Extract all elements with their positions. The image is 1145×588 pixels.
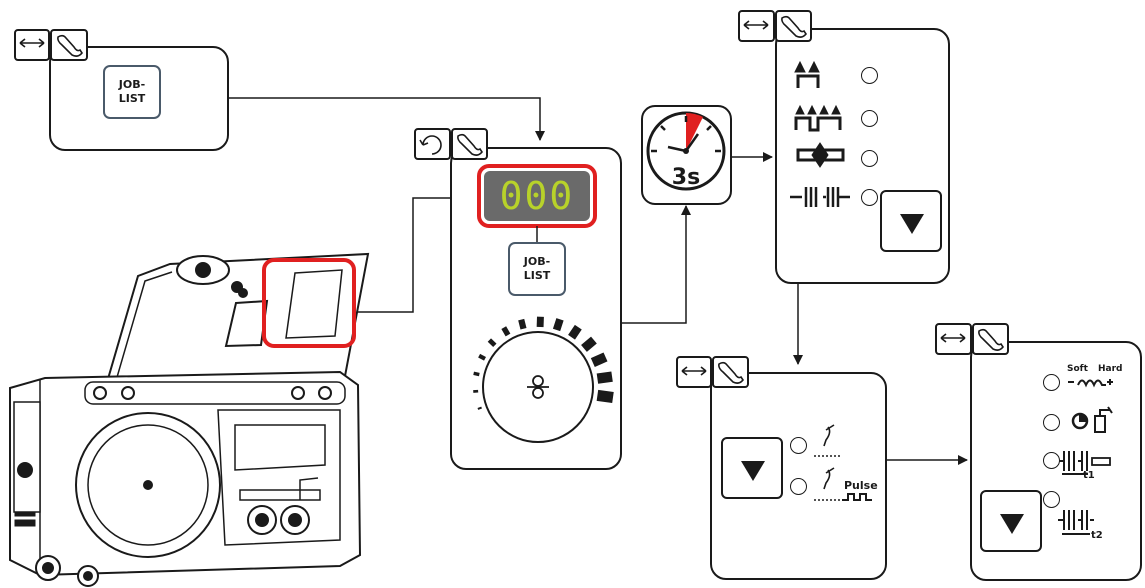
job-list-button[interactable]: JOB- LIST <box>508 242 566 296</box>
digital-display <box>484 171 590 221</box>
radio-interval-time[interactable] <box>1043 491 1060 508</box>
pulse-arc-icon <box>814 467 872 501</box>
radio-gas-pre-flow[interactable] <box>1043 414 1060 431</box>
radio-interval[interactable] <box>861 189 878 206</box>
timer-label: 3s <box>671 165 701 190</box>
connector-lid-to-display <box>355 193 477 313</box>
knob-tick <box>590 352 608 368</box>
down-triangle-icon <box>900 214 924 234</box>
swap-arrows-icon <box>743 20 769 30</box>
job-list-button-source[interactable]: JOB- LIST <box>103 65 161 119</box>
4-step-icon <box>794 104 842 132</box>
knob-tick <box>518 318 527 330</box>
rotate-icon <box>419 135 442 155</box>
tag-touch <box>451 128 488 160</box>
lid-highlight-frame <box>262 258 356 348</box>
arc-dynamics-icon <box>1068 379 1113 388</box>
2-step-icon <box>794 60 820 88</box>
swap-arrows-icon <box>940 333 966 343</box>
hand-touch-icon <box>57 34 83 57</box>
tag-toggle <box>738 10 775 42</box>
knob-tick <box>477 406 482 410</box>
knob-tick <box>478 353 486 361</box>
connector-knob-to-timer <box>621 205 691 324</box>
knob-tick <box>487 338 497 348</box>
swap-arrows-icon <box>681 366 707 376</box>
t2-label: t2 <box>1091 530 1103 541</box>
tag-rotate <box>414 128 451 160</box>
down-button-options[interactable] <box>980 490 1042 552</box>
down-button-modes[interactable] <box>880 190 942 252</box>
hand-touch-icon <box>718 361 744 384</box>
knob-tick <box>568 324 582 340</box>
tag-touch <box>775 10 812 42</box>
knob-tick <box>473 371 480 377</box>
radio-4-step[interactable] <box>861 110 878 127</box>
tag-touch <box>712 356 749 388</box>
hard-label: Hard <box>1098 364 1123 374</box>
machine-lid-inner-edge <box>112 271 173 392</box>
spot-time-t1-icon <box>1058 451 1111 475</box>
spot-welding-icon <box>796 142 845 168</box>
tag-touch-icon <box>50 29 88 61</box>
radio-pulse[interactable] <box>790 478 807 495</box>
radio-spot[interactable] <box>861 150 878 167</box>
radio-spot-time[interactable] <box>1043 452 1060 469</box>
interval-icon <box>790 187 850 207</box>
hand-touch-icon <box>457 133 483 156</box>
connector-joblist-to-display <box>227 97 545 141</box>
machine-lid-window <box>224 299 269 348</box>
knob-tick <box>596 389 614 404</box>
knob-tick <box>581 336 597 352</box>
soft-label: Soft <box>1067 364 1088 374</box>
knob-tick <box>552 318 564 332</box>
down-triangle-icon <box>1000 514 1024 534</box>
radio-arc-dynamics[interactable] <box>1043 374 1060 391</box>
interval-time-t2-icon <box>1058 510 1094 535</box>
machine-lid-label <box>285 269 343 339</box>
knob-tick <box>501 326 511 337</box>
hand-touch-icon <box>781 15 807 38</box>
swap-arrows-icon <box>19 38 45 48</box>
down-button-process[interactable] <box>721 437 783 499</box>
pulse-label: Pulse <box>844 479 878 492</box>
display-value: 000 <box>499 174 575 218</box>
down-triangle-icon <box>741 461 765 481</box>
gas-pre-flow-icon <box>1071 406 1113 433</box>
standard-arc-icon <box>814 424 840 457</box>
hand-touch-icon <box>978 328 1004 351</box>
radio-2-step[interactable] <box>861 67 878 84</box>
tag-toggle-icon <box>14 29 50 61</box>
tag-touch <box>972 323 1009 355</box>
t1-label: t1 <box>1083 470 1095 481</box>
radio-standard[interactable] <box>790 437 807 454</box>
knob-tick <box>596 371 613 384</box>
